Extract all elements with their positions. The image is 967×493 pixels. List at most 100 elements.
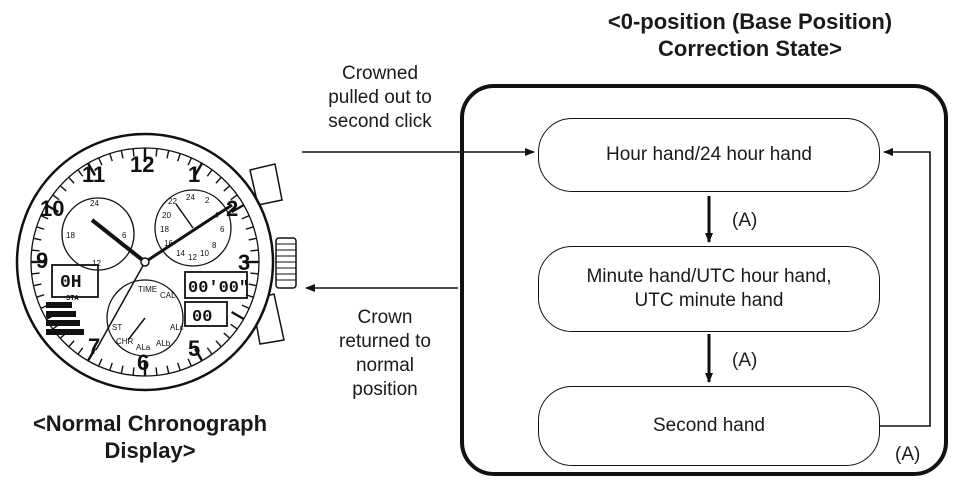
lcd-left-top-text: 0H (60, 273, 82, 293)
subdial-right-2: 2 (205, 196, 210, 205)
subdial-right-20: 20 (162, 211, 171, 220)
minute-tick (231, 203, 245, 214)
lcd-left-sub-text: STA (66, 295, 79, 303)
crown-returned-line3: normal (355, 355, 415, 376)
subdial-right-22: 22 (168, 197, 177, 206)
subdial-right-hand (175, 203, 194, 229)
minute-tick (187, 358, 193, 367)
second-hand (95, 261, 146, 351)
crown-returned-line4: position (352, 379, 418, 400)
minute-tick (31, 272, 40, 275)
mode-label-alb: ALb (156, 339, 171, 348)
subdial-left-12: 12 (92, 259, 101, 268)
minute-tick (120, 150, 124, 159)
minute-tick (132, 367, 135, 376)
minute-tick (223, 185, 231, 192)
step-second-hand-text: Second hand (653, 415, 765, 436)
right-title-line2: Correction State> (658, 36, 842, 61)
subdial-right-4: 4 (214, 211, 219, 220)
minute-tick (166, 150, 170, 159)
minute-tick (97, 358, 103, 367)
loop-arrow (880, 148, 931, 427)
step-minute-hand-line1: Minute hand/UTC hour hand, (586, 266, 832, 287)
mode-label-cal: CAL (160, 291, 176, 300)
subdial-left-18: 18 (66, 231, 75, 240)
dial-number-3: 3 (238, 250, 250, 275)
minute-tick (193, 162, 204, 176)
subdial-left-24: 24 (90, 199, 99, 208)
dial-number-1: 1 (188, 162, 200, 187)
minute-tick (241, 214, 250, 220)
dial-number-10: 10 (40, 196, 64, 221)
hour-hand (90, 218, 147, 264)
subdial-right-8: 8 (212, 241, 217, 250)
minute-tick (31, 249, 40, 252)
minute-tick (187, 157, 193, 166)
minute-tick (77, 169, 84, 177)
step-hour-hand: Hour hand/24 hour hand (538, 118, 880, 192)
dial-number-11: 11 (82, 162, 105, 187)
step-minute-hand-line2: UTC minute hand (634, 290, 784, 311)
crown-pulled-line2: pulled out to (328, 87, 432, 108)
minute-tick (166, 365, 170, 374)
dial-number-9: 9 (36, 248, 48, 273)
subdial-right-24: 24 (186, 193, 195, 202)
subdial-right-16: 16 (164, 239, 173, 248)
left-title-line1: <Normal Chronograph (32, 411, 268, 436)
minute-tick (59, 185, 67, 192)
minute-hand (144, 203, 233, 264)
mode-label-time: TIME (138, 285, 157, 294)
minute-tick (155, 367, 158, 376)
left-title-line2: Display> (104, 438, 196, 463)
minute-tick (120, 365, 124, 374)
lcd-right-bottom-text: 00 (192, 308, 212, 327)
step-arrow-label-2: (A) (732, 350, 758, 371)
minute-tick (132, 148, 135, 157)
minute-tick (241, 304, 250, 310)
mode-label-chr: CHR (116, 337, 134, 346)
mode-label-st: ST (112, 323, 122, 332)
minute-tick (45, 203, 59, 214)
minute-tick (40, 214, 49, 220)
subdial-right-10: 10 (200, 249, 209, 258)
minute-ticks (31, 148, 259, 376)
minute-tick (68, 176, 75, 184)
minute-tick (155, 148, 158, 157)
subdial-bottom (106, 279, 184, 357)
step-hour-hand-text: Hour hand/24 hour hand (606, 144, 812, 165)
subdial-right-14: 14 (176, 249, 185, 258)
minute-tick (77, 347, 84, 355)
right-title: <0-position (Base Position) Correction S… (560, 8, 940, 62)
lcd-right-top (184, 271, 248, 299)
dial-number-5: 5 (188, 336, 200, 361)
dial-number-7: 7 (88, 334, 100, 359)
subdial-right-18: 18 (160, 225, 169, 234)
step-second-hand: Second hand (538, 386, 880, 466)
minute-tick (97, 157, 103, 166)
crown-returned-label: Crown returned to normal position (310, 306, 460, 402)
minute-tick (248, 283, 257, 287)
step-minute-hand: Minute hand/UTC hour hand, UTC minute ha… (538, 246, 880, 332)
mode-label-alc: ALc (170, 323, 184, 332)
minute-tick (223, 332, 231, 339)
crown-pulled-label: Crowned pulled out to second click (300, 62, 460, 134)
lcd-right-top-text: 00'00" (188, 279, 249, 298)
minute-tick (206, 347, 213, 355)
lcd-right-bottom (184, 301, 228, 327)
minute-tick (250, 272, 259, 275)
step-arrow-label-1: (A) (732, 210, 758, 231)
minute-tick (245, 226, 254, 230)
minute-tick (193, 348, 204, 362)
dial-number-2: 2 (226, 196, 238, 221)
left-title: <Normal Chronograph Display> (0, 410, 300, 464)
center-pin (140, 257, 150, 267)
crown-pulled-line1: Crowned (341, 63, 419, 84)
minute-tick (215, 340, 222, 348)
crown-pulled-line3: second click (328, 111, 432, 132)
crown-ridges (276, 243, 296, 281)
minute-tick (36, 294, 45, 298)
crown-returned-line1: Crown (357, 307, 413, 328)
mode-label-ala: ALa (136, 343, 151, 352)
